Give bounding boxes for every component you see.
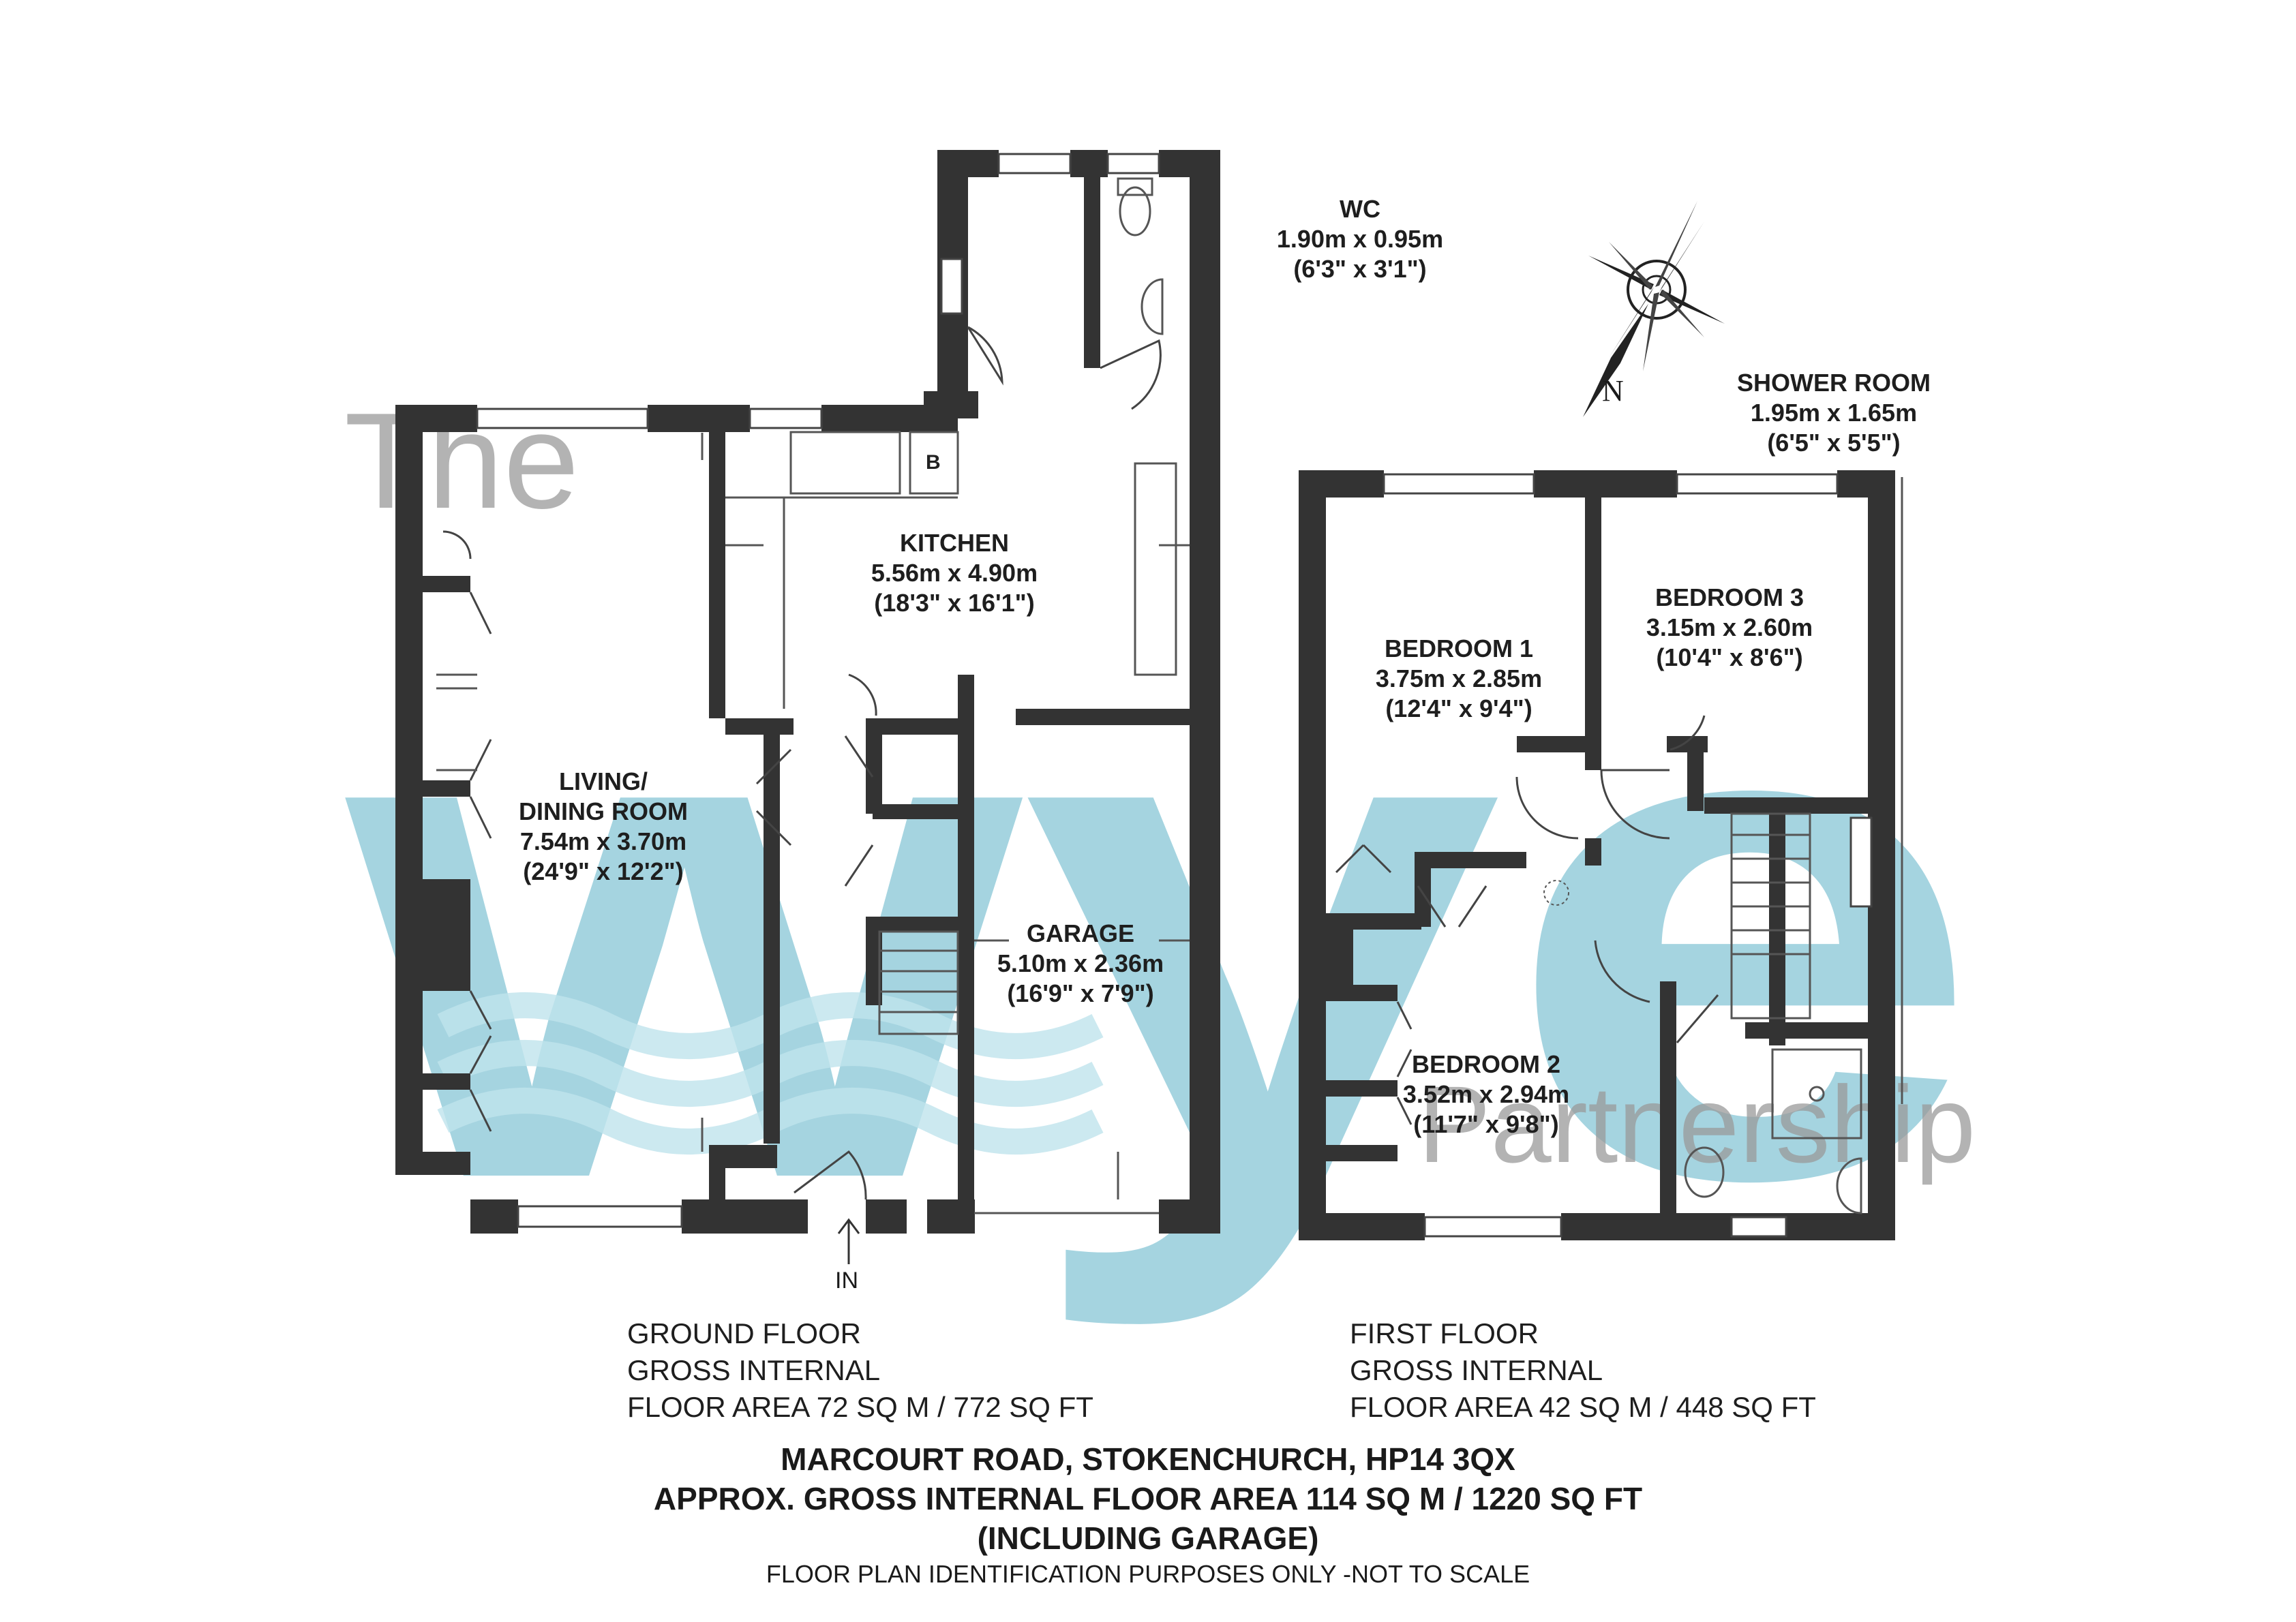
room-metric: 3.75m x 2.85m [1375,664,1543,692]
room-imperial: (6'3" x 3'1") [1293,255,1427,283]
ground-floor-stairs [878,930,959,1035]
footer-disclaimer: FLOOR PLAN IDENTIFICATION PURPOSES ONLY … [766,1560,1530,1588]
first-floor-fixtures [1335,473,1903,1238]
room-label-wc: WC 1.90m x 0.95m (6'3" x 3'1") [1277,194,1443,284]
boiler-mark: B [926,451,941,474]
room-name: GARAGE [1026,919,1134,947]
first-floor-stairs [1730,812,1811,1020]
ground-floor-caption: GROUND FLOOR GROSS INTERNAL FLOOR AREA 7… [627,1315,1093,1426]
caption-line-2: GROSS INTERNAL [1350,1354,1603,1386]
ground-floor-fixtures: B [436,153,1190,1264]
room-label-living: LIVING/ DINING ROOM 7.54m x 3.70m (24'9"… [519,767,688,887]
footer-address: MARCOURT ROAD, STOKENCHURCH, HP14 3QX [781,1441,1515,1477]
watermark-wye: wye [334,527,1984,1332]
room-label-garage: GARAGE 5.10m x 2.36m (16'9" x 7'9") [997,919,1164,1009]
room-label-shower: SHOWER ROOM 1.95m x 1.65m (6'5" x 5'5") [1737,368,1931,458]
room-label-bedroom2: BEDROOM 2 3.52m x 2.94m (11'7" x 9'8") [1403,1050,1569,1139]
room-label-kitchen: KITCHEN 5.56m x 4.90m (18'3" x 16'1") [871,528,1038,618]
caption-line-3: FLOOR AREA 42 SQ M / 448 SQ FT [1350,1391,1816,1423]
caption-line-2: GROSS INTERNAL [627,1354,881,1386]
room-name: KITCHEN [900,529,1009,557]
room-imperial: (6'5" x 5'5") [1767,429,1901,457]
room-imperial: (16'9" x 7'9") [1007,979,1154,1007]
entrance-arrow [837,1218,860,1264]
room-name: BEDROOM 1 [1384,634,1534,662]
footer-total-area: APPROX. GROSS INTERNAL FLOOR AREA 114 SQ… [653,1481,1643,1516]
first-floor-caption: FIRST FLOOR GROSS INTERNAL FLOOR AREA 42… [1350,1315,1816,1426]
caption-line-3: FLOOR AREA 72 SQ M / 772 SQ FT [627,1391,1093,1423]
room-metric: 3.15m x 2.60m [1646,613,1813,641]
room-metric: 5.56m x 4.90m [871,559,1038,587]
room-label-bedroom1: BEDROOM 1 3.75m x 2.85m (12'4" x 9'4") [1376,634,1542,724]
watermark-logo: The wye Partnership [334,385,1984,1332]
room-imperial: (18'3" x 16'1") [874,589,1035,617]
room-metric: 1.95m x 1.65m [1750,399,1918,427]
room-name-1: LIVING/ [558,767,648,795]
room-imperial: (12'4" x 9'4") [1385,694,1532,722]
room-label-bedroom3: BEDROOM 3 3.15m x 2.60m (10'4" x 8'6") [1646,583,1813,673]
room-name: BEDROOM 3 [1655,583,1804,611]
caption-line-1: FIRST FLOOR [1350,1317,1539,1349]
room-metric: 3.52m x 2.94m [1402,1080,1570,1108]
entrance-label: IN [835,1268,858,1294]
caption-line-1: GROUND FLOOR [627,1317,862,1349]
room-metric: 7.54m x 3.70m [519,827,687,855]
footer: MARCOURT ROAD, STOKENCHURCH, HP14 3QX AP… [0,1439,2296,1591]
compass-north-label: N [1602,374,1624,408]
room-metric: 5.10m x 2.36m [997,949,1164,977]
room-imperial: (10'4" x 8'6") [1656,643,1803,671]
room-name: SHOWER ROOM [1737,369,1931,397]
room-name: WC [1340,195,1380,223]
compass-rose [1583,201,1725,418]
room-name: BEDROOM 2 [1411,1050,1561,1078]
footer-note: (INCLUDING GARAGE) [977,1520,1319,1556]
room-imperial: (24'9" x 12'2") [523,857,684,885]
room-metric: 1.90m x 0.95m [1276,225,1444,253]
room-name-2: DINING ROOM [519,797,688,825]
room-imperial: (11'7" x 9'8") [1413,1110,1559,1138]
